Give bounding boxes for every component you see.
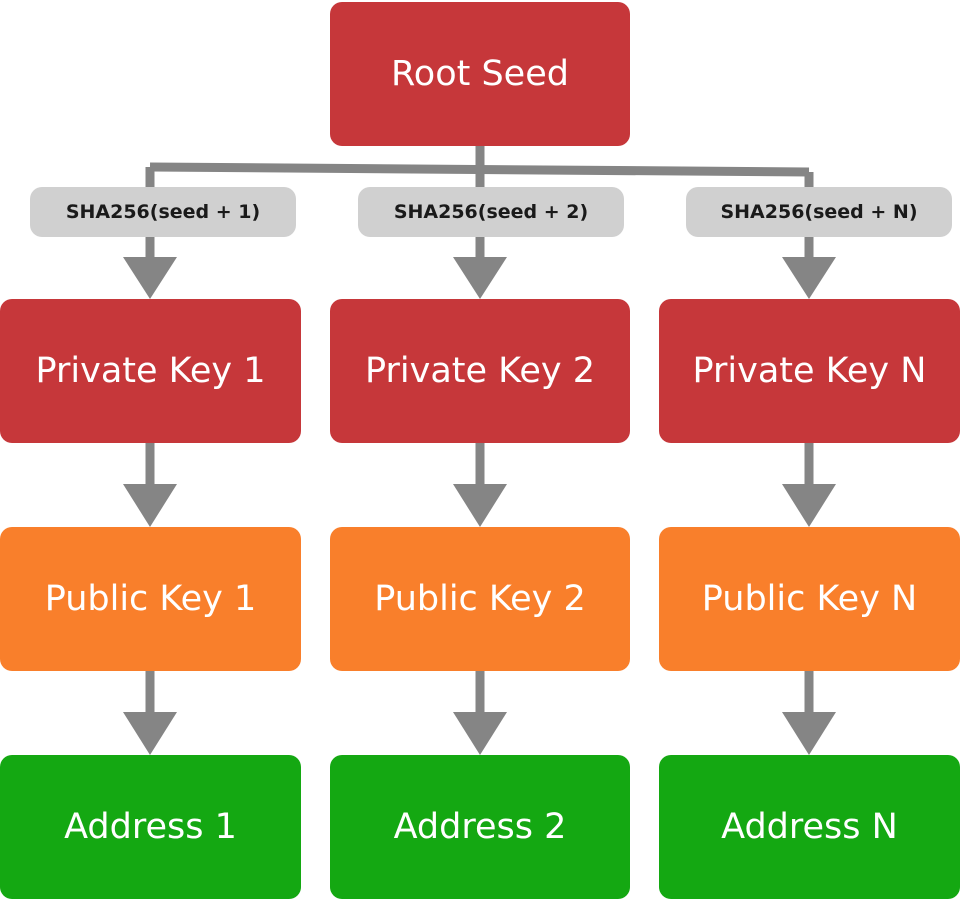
private-to-public-arrows [123,443,836,527]
hash-label-1: SHA256(seed + 1) [30,187,296,237]
private-key-box-2: Private Key 2 [330,299,630,443]
arrowhead-private-2 [453,257,507,299]
arrowheads-to-private [123,257,836,299]
private-key-box-1: Private Key 1 [0,299,301,443]
address-label-1: Address 1 [64,807,237,847]
private-key-label-2: Private Key 2 [365,351,595,391]
public-key-box-1: Public Key 1 [0,527,301,671]
arrowhead-private-1 [123,257,177,299]
arrowhead-private-3 [782,257,836,299]
private-key-label-n: Private Key N [692,351,927,391]
root-seed-label: Root Seed [391,54,569,94]
hash-label-n: SHA256(seed + N) [686,187,952,237]
public-key-box-2: Public Key 2 [330,527,630,671]
public-to-address-arrows [123,671,836,755]
root-seed-box: Root Seed [330,2,630,146]
address-box-n: Address N [659,755,960,899]
public-key-label-1: Public Key 1 [44,579,257,619]
public-key-label-n: Public Key N [701,579,918,619]
arrowhead-public-3 [782,484,836,527]
private-key-box-n: Private Key N [659,299,960,443]
arrowhead-public-1 [123,484,177,527]
address-box-2: Address 2 [330,755,630,899]
arrowhead-address-1 [123,712,177,755]
branch-horizontal-line [149,162,810,177]
private-key-label-1: Private Key 1 [35,351,266,391]
arrowhead-address-3 [782,712,836,755]
hash-label-2: SHA256(seed + 2) [358,187,624,237]
public-key-label-2: Public Key 2 [374,579,586,619]
public-key-box-n: Public Key N [659,527,960,671]
address-label-2: Address 2 [393,807,567,847]
arrowhead-public-2 [453,484,507,527]
address-label-n: Address N [721,807,898,847]
address-box-1: Address 1 [0,755,301,899]
arrowhead-address-2 [453,712,507,755]
